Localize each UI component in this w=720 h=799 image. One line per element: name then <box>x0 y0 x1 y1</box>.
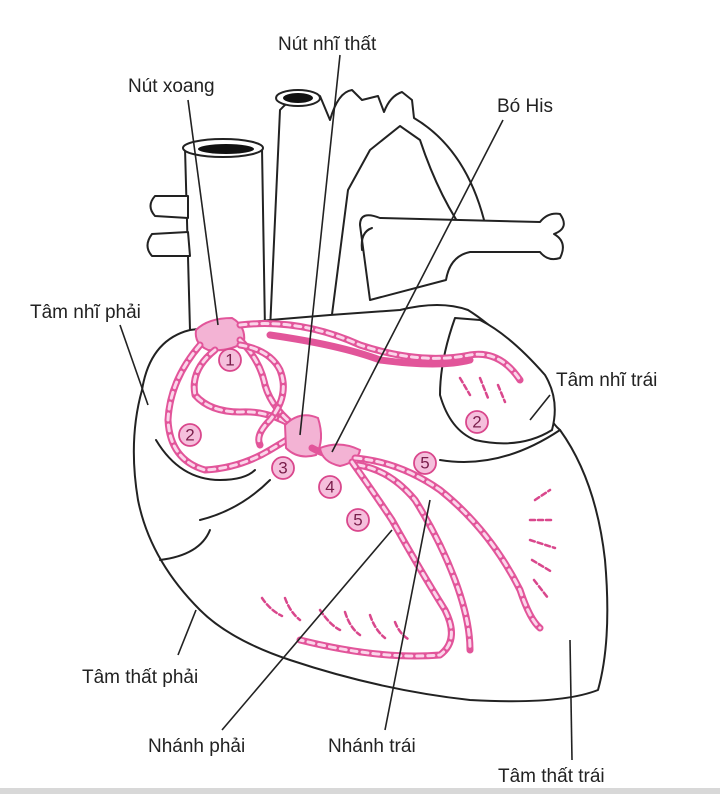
marker-3: 3 <box>271 456 295 480</box>
svg-text:2: 2 <box>185 426 194 445</box>
leader-nut-nhi-that <box>299 54 341 436</box>
leader-tam-that-trai <box>569 639 573 761</box>
label-tam-that-trai: Tâm thất trái <box>498 766 605 787</box>
leader-nhanh-trai <box>384 499 431 731</box>
coronary-sulcus <box>199 479 271 521</box>
label-nut-nhi-that: Nút nhĩ thất <box>278 34 377 55</box>
marker-5-left: 5 <box>346 508 370 532</box>
leader-bo-his <box>331 119 504 453</box>
label-bo-his: Bó His <box>497 96 553 117</box>
svg-text:4: 4 <box>325 478 334 497</box>
right-ventricle-edge <box>159 529 211 561</box>
aortic-arch <box>269 89 487 331</box>
svg-text:2: 2 <box>472 413 481 432</box>
purkinje-fibers-bottom <box>260 596 412 642</box>
purkinje-fibers-left-atrium <box>458 376 507 404</box>
purkinje-fibers-left <box>528 488 557 600</box>
superior-vena-cava <box>184 147 266 336</box>
leader-nut-xoang <box>187 99 219 326</box>
label-tam-that-phai: Tâm thất phải <box>82 667 198 688</box>
svg-text:1: 1 <box>225 351 234 370</box>
marker-5-right: 5 <box>413 451 437 475</box>
marker-1: 1 <box>218 348 242 372</box>
leader-tam-that-phai <box>177 609 197 656</box>
marker-4: 4 <box>318 475 342 499</box>
leader-nhanh-phai <box>221 529 393 731</box>
label-tam-nhi-trai: Tâm nhĩ trái <box>556 370 657 391</box>
vena-cava-lumen <box>198 144 254 154</box>
marker-2-left-atrium: 2 <box>465 410 489 434</box>
marker-2-right-atrium: 2 <box>178 423 202 447</box>
pulmonary-vessel-left-upper <box>149 195 189 219</box>
av-groove-right <box>155 439 256 481</box>
left-av-groove <box>439 429 561 463</box>
svg-text:3: 3 <box>278 459 287 478</box>
pulmonary-trunk <box>359 212 565 301</box>
left-atrium <box>439 317 556 445</box>
label-tam-nhi-phai: Tâm nhĩ phải <box>30 302 141 323</box>
pulmonary-vessel-left-lower <box>146 231 191 257</box>
leader-tam-nhi-phai <box>119 324 149 406</box>
svg-text:5: 5 <box>353 511 362 530</box>
aorta-lumen <box>283 93 313 103</box>
bottom-border <box>0 788 720 794</box>
label-nhanh-phai: Nhánh phải <box>148 736 245 757</box>
label-nhanh-trai: Nhánh trái <box>328 736 416 757</box>
svg-text:5: 5 <box>420 454 429 473</box>
pulmonary-shadow <box>360 227 373 251</box>
label-nut-xoang: Nút xoang <box>128 76 215 97</box>
leader-tam-nhi-trai <box>529 394 551 421</box>
